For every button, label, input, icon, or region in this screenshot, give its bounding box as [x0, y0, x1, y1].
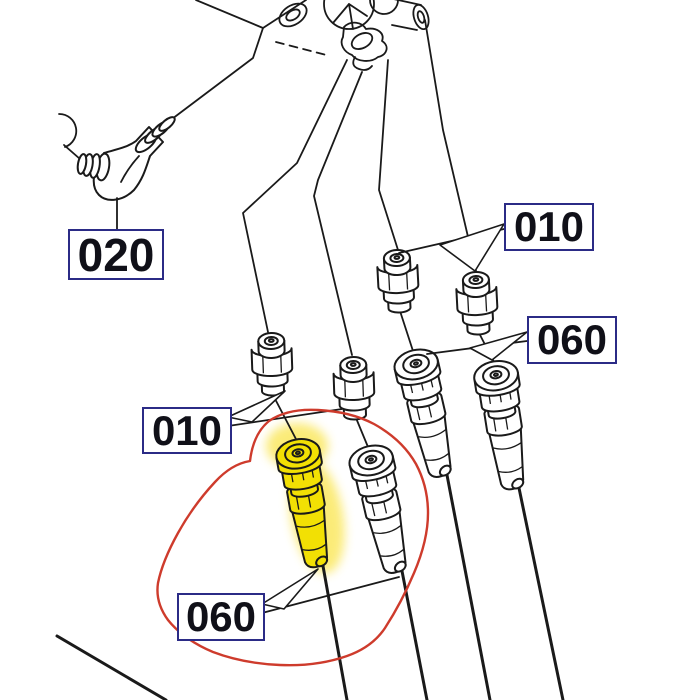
- coupler-060-f[interactable]: [345, 440, 420, 580]
- part-label-060-bottom[interactable]: 060: [177, 593, 265, 641]
- edge-fitting-arc: [58, 113, 81, 160]
- part-label-010-top[interactable]: 010: [504, 203, 594, 251]
- elbow-fitting-020[interactable]: [76, 115, 177, 201]
- part-label-060-top[interactable]: 060: [527, 316, 617, 364]
- part-label-010-bottom[interactable]: 010: [142, 407, 232, 454]
- valve-body-outline: [167, 0, 430, 123]
- nipple-fitting-010-c[interactable]: [375, 247, 421, 315]
- coupler-060-g[interactable]: [390, 344, 465, 484]
- nipple-fitting-010-b[interactable]: [332, 355, 377, 422]
- red-highlight-circle: [156, 408, 430, 667]
- part-label-020[interactable]: 020: [68, 229, 164, 281]
- nipple-fitting-010-a[interactable]: [250, 331, 295, 398]
- hose-lines: [242, 19, 495, 448]
- nipple-fitting-010-d[interactable]: [454, 269, 500, 337]
- leader-arrowheads: [227, 223, 528, 610]
- coupler-060-h[interactable]: [471, 356, 538, 496]
